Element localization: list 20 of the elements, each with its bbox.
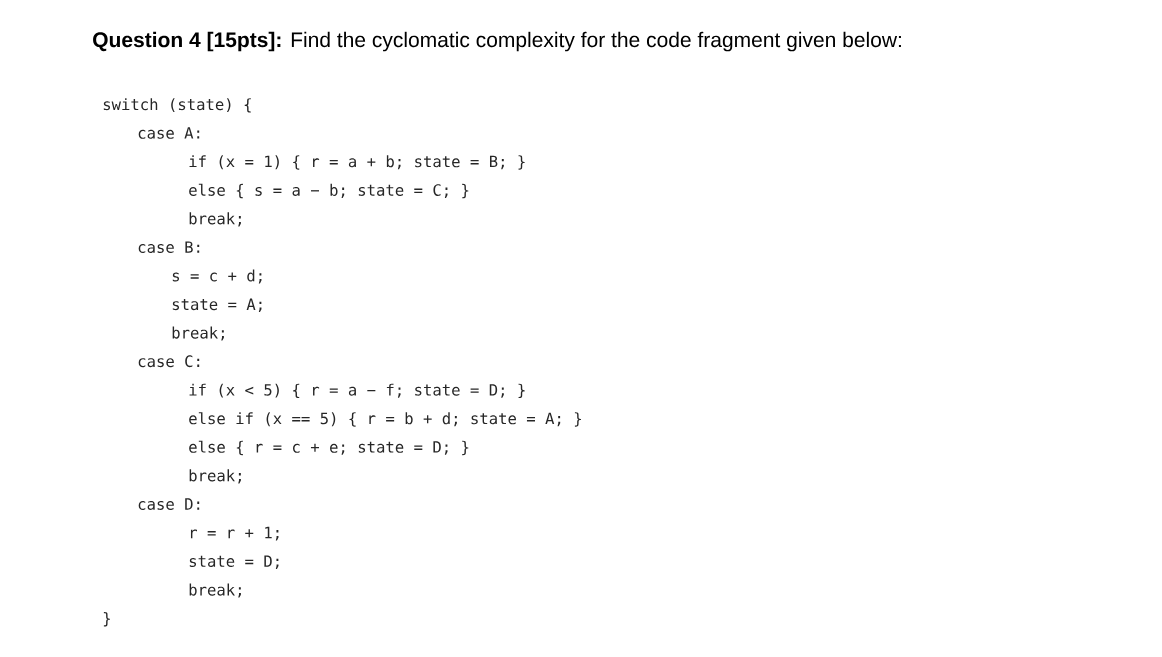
code-line: case C:: [138, 355, 200, 368]
code-line: state = A;: [172, 298, 262, 313]
code-line: state = D;: [189, 555, 279, 569]
question-heading: Question 4 [15pts]: Find the cyclomatic complexity for the code fragment given below:: [93, 31, 901, 52]
code-line: else if (x == 5) { r = b + d; state = A; }: [189, 412, 581, 427]
code-line: break;: [189, 212, 241, 227]
code-line: break;: [189, 469, 241, 484]
code-line: case D:: [138, 498, 200, 510]
code-line: switch (state) {: [103, 98, 251, 113]
code-line: }: [103, 612, 110, 627]
code-line: break;: [189, 583, 241, 598]
code-line: break;: [172, 326, 224, 341]
code-line: case B:: [138, 241, 200, 254]
code-line: r = r + 1;: [190, 526, 279, 541]
code-line: if (x = 1) { r = a + b; state = B; }: [189, 155, 525, 170]
code-line: if (x < 5) { r = a − f; state = D; }: [189, 383, 525, 399]
code-line: s = c + d;: [172, 269, 262, 284]
code-line: else { s = a − b; state = C; }: [189, 183, 469, 199]
code-line: case A:: [138, 127, 200, 139]
code-line: else { r = c + e; state = D; }: [189, 440, 469, 456]
